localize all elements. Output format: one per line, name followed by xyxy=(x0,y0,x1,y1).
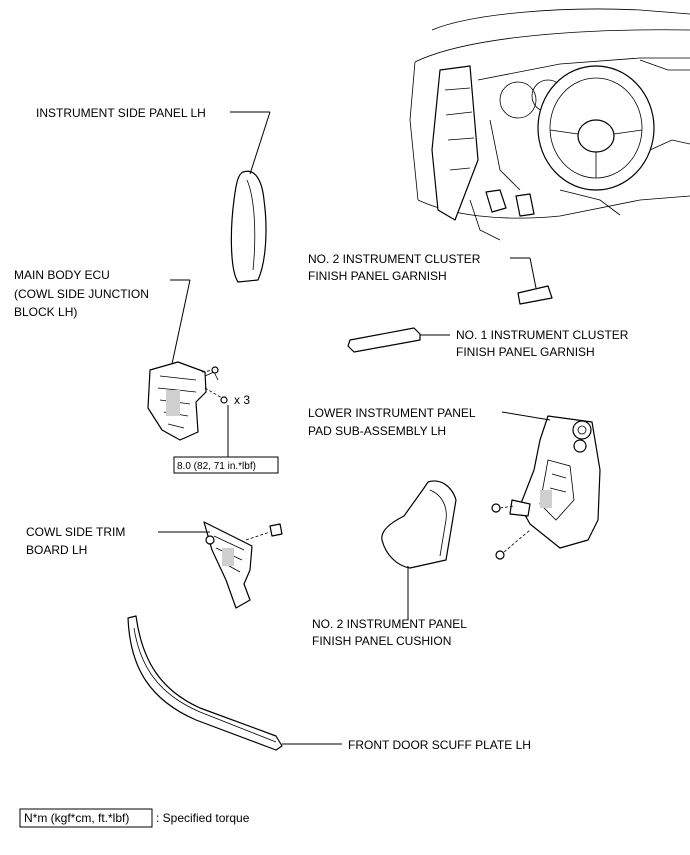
torque-spec-box xyxy=(173,456,279,474)
label-cluster-garnish-no1: NO. 1 INSTRUMENT CLUSTER FINISH PANEL GA… xyxy=(456,328,632,359)
dashboard-illustration xyxy=(409,8,690,241)
label-scuff-plate: FRONT DOOR SCUFF PLATE LH xyxy=(348,738,531,752)
label-lower-panel-pad: LOWER INSTRUMENT PANEL PAD SUB-ASSEMBLY … xyxy=(308,406,478,438)
cowl-side-trim-part xyxy=(158,521,283,609)
label-instrument-side-panel: INSTRUMENT SIDE PANEL LH xyxy=(36,106,206,120)
scuff-plate-part xyxy=(127,615,342,751)
label-main-body-ecu: MAIN BODY ECU (COWL SIDE JUNCTION BLOCK … xyxy=(14,268,152,319)
legend-unit-box xyxy=(19,808,153,828)
cluster-garnish-no2-part xyxy=(510,257,553,305)
legend-description: : Specified torque xyxy=(156,811,250,825)
panel-cushion-part xyxy=(381,480,457,620)
label-panel-cushion: NO. 2 INSTRUMENT PANEL FINISH PANEL CUSH… xyxy=(312,617,470,648)
cluster-garnish-no1-part xyxy=(347,327,450,353)
instrument-side-panel-part xyxy=(230,111,271,283)
lower-panel-pad-part xyxy=(491,411,601,560)
torque-spec-value: 8.0 (82, 71 in.*lbf) xyxy=(177,461,256,472)
bolt-quantity: x 3 xyxy=(234,393,250,407)
legend-unit-text: N*m (kgf*cm, ft.*lbf) xyxy=(24,811,129,825)
main-body-ecu-part xyxy=(147,279,229,458)
label-cluster-garnish-no2: NO. 2 INSTRUMENT CLUSTER FINISH PANEL GA… xyxy=(308,252,484,283)
label-cowl-side-trim: COWL SIDE TRIM BOARD LH xyxy=(26,525,129,557)
